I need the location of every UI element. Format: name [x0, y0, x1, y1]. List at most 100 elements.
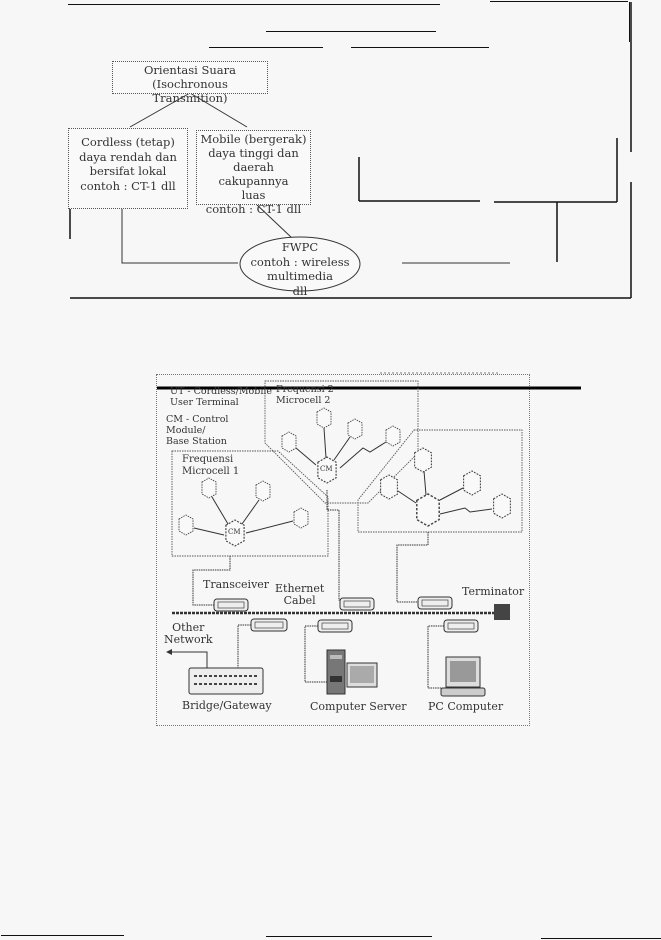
transceiver-device: [317, 619, 353, 633]
microcell-2-label: Frequensi 2 Microcell 2: [276, 384, 334, 406]
microcell-2-line: Frequensi 2: [276, 384, 334, 395]
radio-link: [295, 447, 317, 466]
footer-rule: [266, 936, 432, 937]
cable-cm3-transceiver: [396, 532, 429, 603]
connector-root-cordless: [129, 92, 191, 128]
other-network-line: Other: [172, 621, 205, 634]
cm-label: CM: [320, 465, 333, 473]
mobile-line: daya tinggi dan: [208, 146, 299, 160]
mobile-line: contoh : CT-1 dll: [205, 202, 302, 216]
microcell-1-line: Frequensi: [182, 454, 234, 465]
control-module: [416, 493, 440, 527]
footer-rule: [1, 935, 124, 936]
drop-cable-server: [304, 625, 330, 683]
pc-computer-device: [440, 656, 486, 697]
rule-line: [68, 4, 440, 5]
bridge-gateway-device: [188, 667, 264, 695]
user-terminal: [293, 507, 309, 529]
radio-link: [333, 436, 351, 461]
ethernet-line: Cabel: [283, 594, 316, 607]
microcell-1-label: Frequensi Microcell 1: [182, 454, 239, 478]
fwpc-node-shape: [239, 236, 361, 292]
rule-line: [490, 1, 628, 2]
radio-link: [423, 470, 427, 496]
cordless-line: bersifat lokal: [89, 164, 167, 178]
terminator-label: Terminator: [462, 585, 525, 598]
root-node-voice-orientation: Orientasi Suara (Isochronous Transmition…: [112, 61, 268, 105]
user-terminal: [463, 470, 481, 496]
mobile-line: Mobile (bergerak): [200, 132, 307, 146]
mobile-node: Mobile (bergerak) daya tinggi dan daerah…: [196, 130, 311, 216]
legend-ut: UT - Cordless/Mobile User Terminal: [170, 386, 272, 408]
cm-label: CM: [228, 528, 241, 536]
microcell-3-area: [357, 429, 523, 533]
legend-line: UT - Cordless/Mobile: [170, 386, 273, 397]
legend-line: Base Station: [166, 436, 227, 447]
user-terminal: [281, 431, 297, 453]
mobile-line: luas: [241, 188, 266, 202]
voice-orientation-diagram: [69, 2, 632, 299]
transceiver-device: [213, 598, 249, 612]
user-terminal: [347, 418, 363, 440]
user-terminal: [178, 514, 194, 536]
radio-link: [241, 499, 260, 525]
connector-mobile-fwpc: [254, 202, 293, 239]
other-network-line: Network: [164, 633, 213, 646]
drop-cable-bridge: [237, 624, 251, 670]
pc-computer-label: PC Computer: [428, 700, 504, 713]
user-terminal: [201, 477, 217, 499]
cordless-line: contoh : CT-1 dll: [80, 178, 176, 193]
radio-link: [439, 487, 464, 501]
legend-line: Module/: [166, 425, 206, 436]
ethernet-cable-label: Ethernet Cabel: [275, 583, 324, 607]
microcell-2-area: [264, 380, 419, 504]
ethernet-line: Ethernet: [275, 582, 325, 595]
fwpc-line: dll: [292, 283, 308, 298]
footer-rule: [541, 938, 661, 939]
network-diagram-frame: [156, 374, 530, 726]
legend-line: User Terminal: [170, 397, 239, 408]
rule-line: [351, 47, 489, 48]
legend-cm: CM - Control Module/ Base Station: [166, 414, 228, 447]
root-node-line1: Orientasi Suara: [143, 63, 237, 77]
frame-right-edge: [629, 2, 630, 42]
bridge-gateway-label: Bridge/Gateway: [182, 699, 272, 712]
user-terminal: [380, 474, 398, 500]
cable-cm2-transceiver: [326, 490, 350, 601]
arrow-left-icon: [166, 649, 172, 655]
fwpc-node: FWPC contoh : wireless multimedia dll: [240, 240, 360, 298]
fwpc-line: FWPC: [281, 240, 319, 254]
user-terminal: [414, 447, 432, 473]
transceiver-device: [417, 596, 453, 610]
root-node-line2: (Isochronous Transmition): [152, 77, 228, 105]
user-terminal: [493, 493, 511, 519]
microcell-2-line: Microcell 2: [276, 395, 331, 406]
user-terminal: [385, 425, 401, 447]
cable-cm1-transceiver: [192, 556, 231, 606]
transceiver-device: [339, 597, 375, 611]
radio-link: [323, 427, 327, 459]
radio-link: [211, 496, 229, 525]
cordless-line: Cordless (tetap): [81, 135, 175, 149]
microcell-1-area: [171, 450, 329, 557]
radio-link: [193, 527, 225, 536]
mobile-line: daerah cakupannya: [218, 160, 289, 188]
connector-cordless-fwpc: [121, 203, 238, 264]
rule-line: [209, 47, 323, 48]
terminator-block: [494, 604, 510, 620]
transceiver-device: [250, 618, 288, 632]
radio-link: [439, 507, 493, 515]
computer-server-label: Computer Server: [310, 700, 407, 713]
microcell-1-line: Microcell 1: [182, 466, 240, 477]
radio-link: [339, 441, 387, 469]
other-network-link: [170, 651, 208, 670]
fwpc-line: contoh : wireless multimedia: [250, 254, 350, 284]
drop-cable-pc: [427, 625, 445, 689]
computer-server-device: [326, 649, 378, 695]
legend-line: CM - Control: [166, 414, 229, 425]
other-network-label: Other Network: [164, 622, 213, 646]
user-terminal: [255, 480, 271, 502]
transceiver-device: [443, 619, 479, 633]
radio-link: [245, 520, 294, 534]
